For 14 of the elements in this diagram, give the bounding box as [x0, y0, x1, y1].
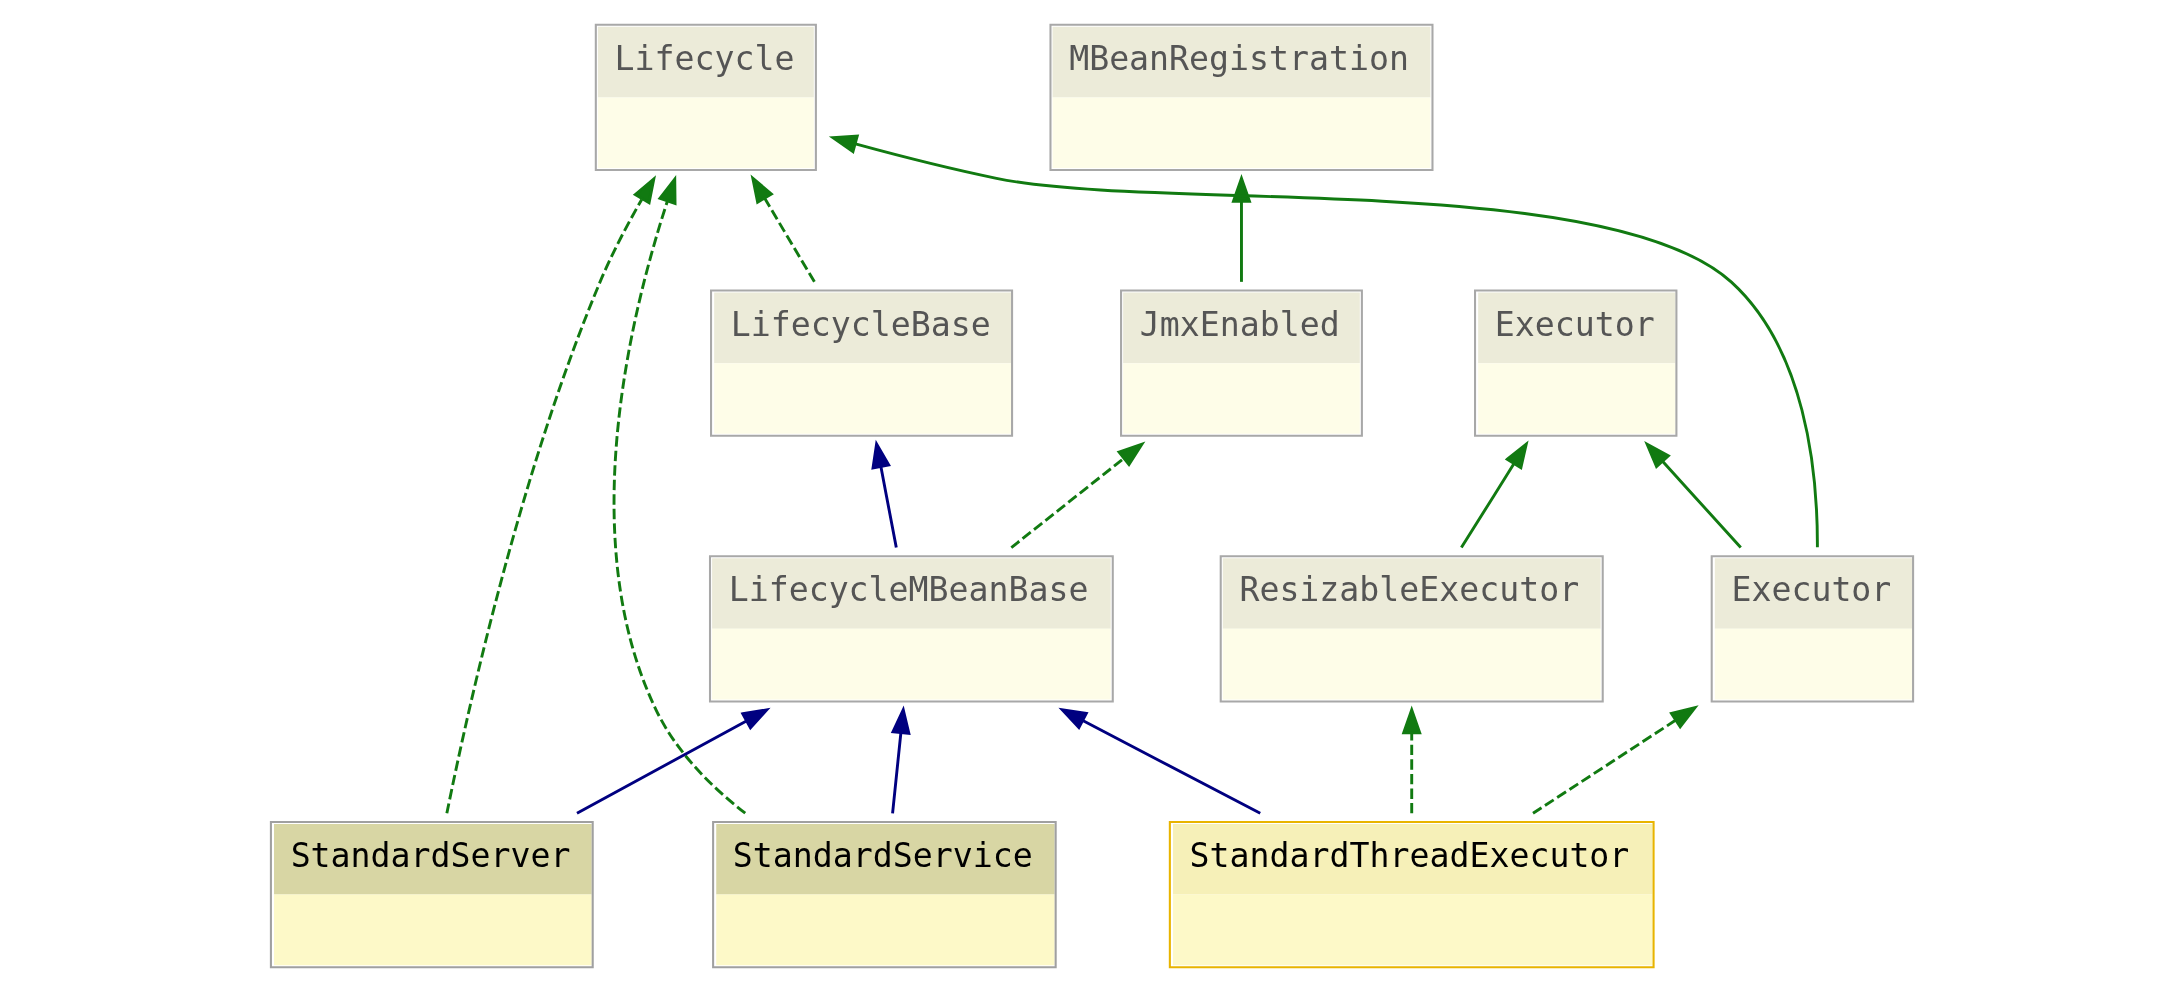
arrow: [576, 707, 771, 815]
arrow: [1010, 441, 1146, 549]
arrow: [1460, 440, 1529, 549]
arrow: [612, 175, 747, 815]
arrow: [828, 134, 1819, 548]
arrow: [1401, 705, 1422, 814]
arrow: [1532, 705, 1699, 815]
arrow: [750, 174, 816, 283]
arrow: [871, 439, 898, 548]
arrow: [1058, 707, 1261, 815]
arrow: [445, 175, 656, 814]
arrow: [890, 705, 911, 814]
arrow: [1231, 174, 1252, 282]
arrow: [1644, 440, 1742, 549]
